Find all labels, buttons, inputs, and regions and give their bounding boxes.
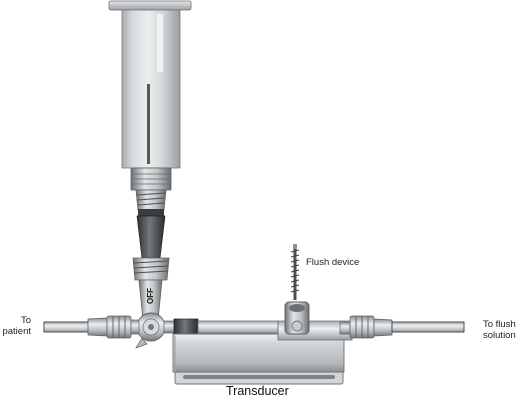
to-patient-label-line2: patient	[2, 326, 31, 337]
flush-device	[284, 244, 310, 335]
flush-tubing	[391, 321, 465, 333]
to-flush-label-line1: To flush	[483, 319, 516, 330]
to-flush-label-line2: solution	[483, 330, 516, 341]
stopcock-to-transducer-line	[163, 318, 279, 335]
transducer-base-slot	[183, 375, 335, 379]
syringe-plunger-rod	[147, 84, 150, 164]
flush-device-label: Flush device	[306, 257, 360, 268]
stopcock-off-label: OFF	[146, 288, 155, 304]
syringe-luer-thread-lines	[136, 192, 166, 206]
flush-device-screw-thread	[290, 249, 300, 293]
stopcock-lever	[135, 337, 148, 349]
patient-tubing	[43, 321, 91, 333]
syringe	[108, 0, 192, 211]
to-patient-label-line1: To	[20, 315, 31, 326]
stopcock: OFF	[135, 279, 166, 349]
patient-line	[43, 315, 140, 339]
to-flush-solution-label: To flush solution	[483, 319, 517, 341]
to-patient-label: To patient	[0, 315, 31, 337]
syringe-flange	[108, 0, 192, 11]
syringe-barrel	[121, 9, 181, 169]
syringe-tip-ridges	[131, 173, 171, 185]
connector-hub	[132, 209, 170, 281]
syringe-barrel-highlight	[157, 14, 163, 72]
patient-luer-connector	[87, 317, 108, 337]
dark-collar	[173, 318, 199, 335]
flush-line	[339, 315, 465, 339]
transducer-label: Transducer	[226, 384, 289, 398]
